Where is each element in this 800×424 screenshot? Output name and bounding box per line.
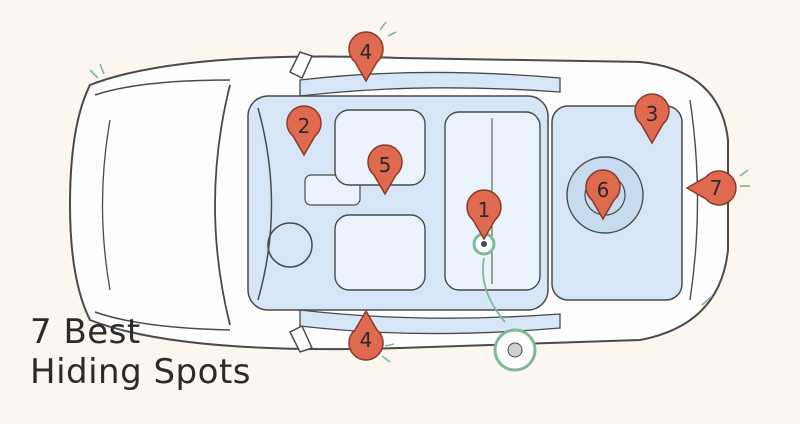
marker-label: 3 (646, 102, 659, 126)
mirror-right (288, 324, 314, 353)
marker-5: 5 (367, 144, 403, 196)
marker-label: 4 (360, 328, 373, 352)
map-pin-icon (585, 169, 621, 221)
marker-4-top: 4 (348, 31, 384, 83)
mirror-left (288, 51, 314, 80)
marker-3: 3 (634, 93, 670, 145)
marker-layer: 1 2 3 4 4 5 6 7 (286, 31, 737, 361)
map-pin-icon (685, 170, 737, 206)
map-pin-icon (367, 144, 403, 196)
marker-6: 6 (585, 169, 621, 221)
tracker-dot (481, 241, 487, 247)
marker-label: 5 (379, 153, 392, 177)
title-line-1: 7 Best (30, 312, 141, 352)
hood-line-top (94, 79, 231, 96)
marker-1: 1 (466, 189, 502, 241)
marker-label: 1 (478, 198, 491, 222)
map-pin-icon (634, 93, 670, 145)
marker-4-bottom: 4 (348, 309, 384, 361)
map-pin-icon (286, 105, 322, 157)
map-pin-icon (348, 309, 384, 361)
tracker-callout-arrow (482, 257, 506, 323)
hood-crease (101, 119, 111, 291)
map-pin-icon (466, 189, 502, 241)
map-pin-icon (348, 31, 384, 83)
rear-bumper (689, 99, 699, 301)
tracker-center (507, 342, 523, 358)
title-line-2: Hiding Spots (30, 352, 251, 392)
motion-marks (89, 21, 750, 363)
marker-label: 6 (597, 178, 610, 202)
marker-label: 2 (298, 114, 311, 138)
marker-label: 7 (710, 176, 723, 200)
marker-7: 7 (685, 170, 737, 206)
marker-2: 2 (286, 105, 322, 157)
marker-label: 4 (360, 40, 373, 64)
windshield (214, 84, 231, 326)
steering-wheel (267, 222, 313, 268)
hood-line-bottom (94, 311, 231, 331)
dashboard (257, 107, 273, 301)
front-seat-bottom (334, 214, 426, 291)
